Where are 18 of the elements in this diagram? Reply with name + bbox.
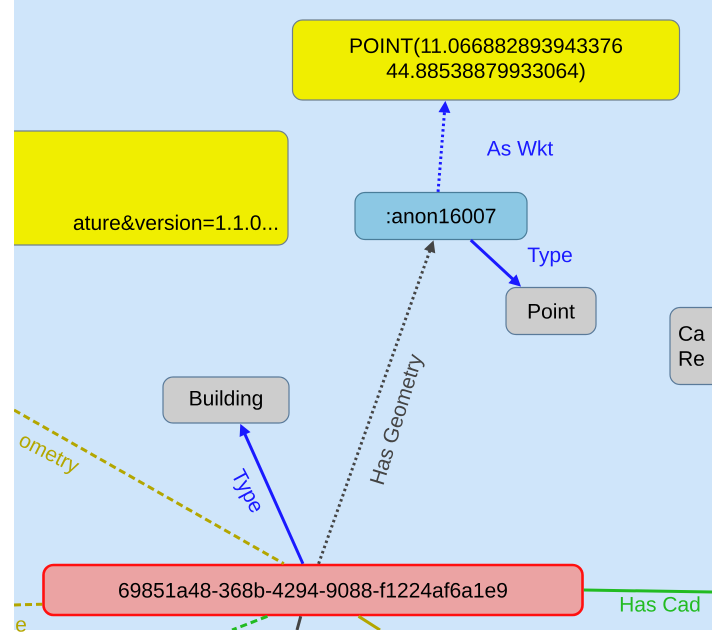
class-box: Point bbox=[505, 286, 597, 336]
connector bbox=[14, 602, 42, 606]
subject-box: 69851a48-368b-4294-9088-f1224af6a1e9 bbox=[42, 564, 584, 616]
class-box: Building bbox=[162, 376, 290, 424]
class-box: Ca Re bbox=[669, 306, 712, 386]
edge-label: Has Cad bbox=[618, 595, 702, 613]
connector bbox=[358, 615, 381, 630]
edge-label: Type bbox=[526, 246, 574, 268]
edge-label: Type bbox=[226, 466, 266, 518]
connector bbox=[584, 588, 712, 594]
value-box: ature&version=1.1.0... bbox=[14, 130, 289, 246]
connector bbox=[14, 408, 285, 565]
connector bbox=[296, 616, 302, 630]
connector bbox=[231, 614, 268, 630]
cut-off-text: e bbox=[16, 620, 26, 632]
resource-box: :anon16007 bbox=[354, 192, 528, 240]
value-box: POINT(11.066882893943376 44.88538879933064) bbox=[292, 19, 680, 101]
edge-label: As Wkt bbox=[486, 139, 554, 157]
